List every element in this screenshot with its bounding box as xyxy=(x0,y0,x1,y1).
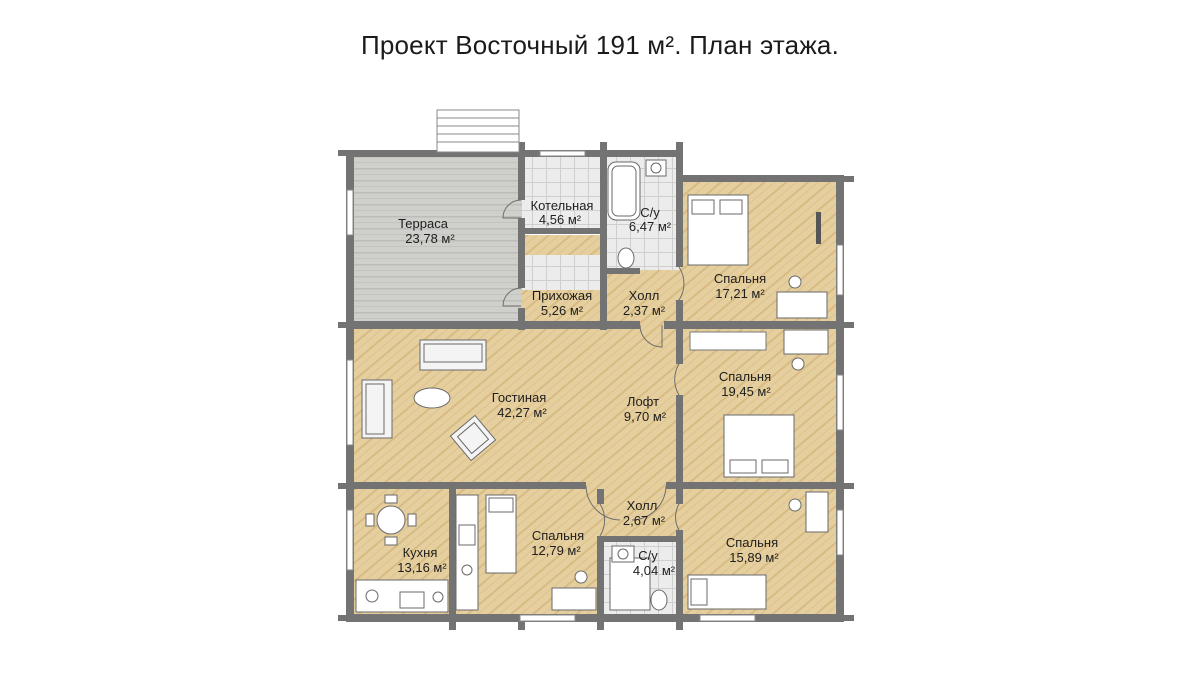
hall1-name: Холл xyxy=(629,288,660,303)
terrace-floor xyxy=(352,155,522,325)
bath1-name: С/у xyxy=(640,205,660,220)
stove-icon xyxy=(355,494,479,613)
desk-icon xyxy=(551,291,829,611)
entry-area: 5,26 м² xyxy=(541,303,584,318)
bath1-area: 6,47 м² xyxy=(629,219,672,234)
dining-table-icon xyxy=(365,494,417,546)
bedroom4-area: 15,89 м² xyxy=(729,550,779,565)
hall2-name: Холл xyxy=(627,498,658,513)
living-name: Гостиная xyxy=(492,390,547,405)
hall2-area: 2,67 м² xyxy=(623,513,666,528)
tv-icon xyxy=(816,212,821,244)
sofa-icon xyxy=(361,339,487,439)
hall1-floor xyxy=(604,270,680,325)
living-area: 42,27 м² xyxy=(497,405,547,420)
bath2-name: С/у xyxy=(638,548,658,563)
boiler-name: Котельная xyxy=(531,198,594,213)
bedroom3-name: Спальня xyxy=(532,528,584,543)
chair-icon xyxy=(574,275,805,584)
boiler-area: 4,56 м² xyxy=(539,212,582,227)
page-title: Проект Восточный 191 м². План этажа. xyxy=(360,30,840,60)
toilet-icon xyxy=(617,247,668,611)
coffee-table-icon xyxy=(413,387,451,409)
stairs-icon xyxy=(436,109,520,153)
bedroom2-area: 19,45 м² xyxy=(721,384,771,399)
entry-tile xyxy=(522,255,604,290)
kitchen-name: Кухня xyxy=(403,545,438,560)
hall2-floor xyxy=(600,485,680,540)
bedroom1-area: 17,21 м² xyxy=(715,286,765,301)
bedroom4-name: Спальня xyxy=(726,535,778,550)
loft-name: Лофт xyxy=(627,394,659,409)
bedroom2-name: Спальня xyxy=(719,369,771,384)
loft-floor xyxy=(604,325,680,485)
sink-icon xyxy=(611,159,667,563)
room-labels: Терраса 23,78 м² Котельная 4,56 м² С/у 6… xyxy=(397,198,779,578)
bedroom1-name: Спальня xyxy=(714,271,766,286)
bath2-area: 4,04 м² xyxy=(633,563,676,578)
wardrobe-icon xyxy=(689,331,767,351)
kitchen-area: 13,16 м² xyxy=(397,560,447,575)
terrace-area: 23,78 м² xyxy=(405,231,455,246)
entry-name: Прихожая xyxy=(532,288,592,303)
armchair-icon xyxy=(449,414,497,462)
boiler-floor xyxy=(522,155,604,230)
terrace-name: Терраса xyxy=(398,216,449,231)
bathtub-icon xyxy=(607,161,651,611)
bedroom3-area: 12,79 м² xyxy=(531,543,581,558)
window-icon xyxy=(346,150,844,622)
bed-icon xyxy=(485,194,795,610)
loft-area: 9,70 м² xyxy=(624,409,667,424)
door-swing-icon xyxy=(502,199,685,537)
hall1-area: 2,37 м² xyxy=(623,303,666,318)
